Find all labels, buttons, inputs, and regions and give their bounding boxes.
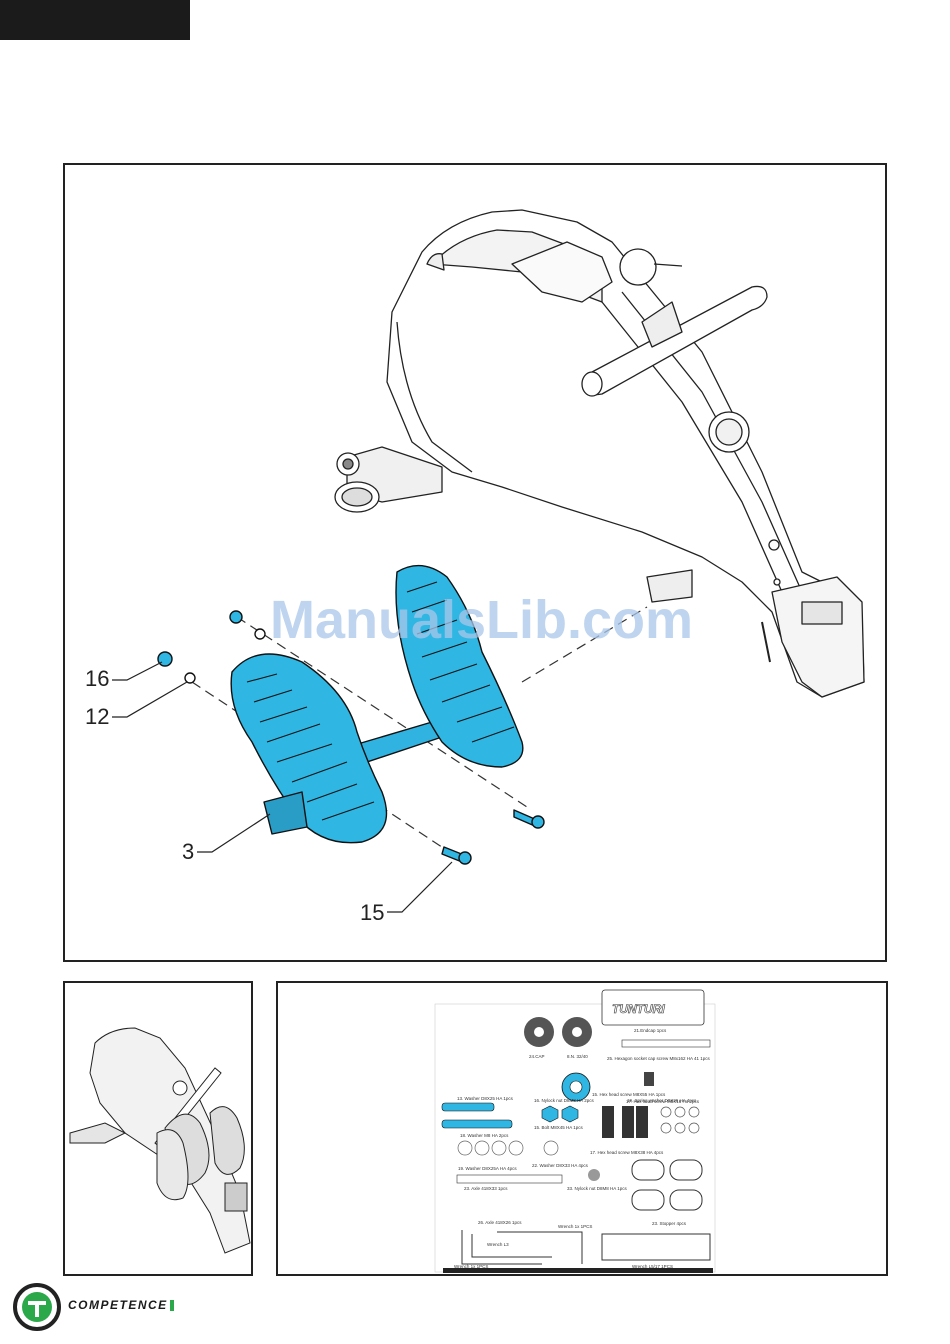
part-label: 15. Bolt M8X45 HA 1pcs bbox=[534, 1125, 584, 1130]
footrest-assembly bbox=[157, 564, 545, 865]
machine-body bbox=[334, 209, 865, 698]
brand-box bbox=[601, 989, 705, 1026]
part-label: 18. Washer M8 HA 2pcs bbox=[460, 1133, 509, 1138]
part-label: 8.N. 32/40 bbox=[567, 1054, 588, 1059]
brand-accent-bar bbox=[170, 1300, 174, 1311]
ruler bbox=[443, 1268, 713, 1273]
part-label: Wrench 1x 1PCS bbox=[454, 1264, 488, 1269]
part-label: 26. Axle 418X26 1pcs bbox=[478, 1220, 522, 1225]
footer-brand: COMPETENCE bbox=[68, 1298, 168, 1312]
tunturi-logo bbox=[13, 1283, 61, 1331]
part-label: 19. Spring washer D8X26 HA 4pcs bbox=[627, 1098, 697, 1103]
parts-list-drawing: TUNTURI 24.CAP 8.N. 32/40 21.Endcap 1pcs… bbox=[434, 989, 716, 1273]
thumbnail-drawing bbox=[69, 1027, 251, 1254]
part-label: 23. Axle 418X33 1pcs bbox=[464, 1186, 508, 1191]
part-label: 16. Nylock nut D8M8 HA 2pcs bbox=[534, 1098, 595, 1103]
parts-list-panel: TUNTURI 24.CAP 8.N. 32/40 21.Endcap 1pcs… bbox=[276, 981, 888, 1276]
part-label: 33. Nylock nut D8M8 HA 1pcs bbox=[567, 1186, 628, 1191]
part-label: 25. Hexagon socket cap screw M8x162 HA 4… bbox=[607, 1056, 711, 1061]
part-label: 17. Hex head screw M8X38 HA 4pcs bbox=[590, 1150, 664, 1155]
callout-12: 12 bbox=[85, 704, 109, 729]
assembly-drawing: 16 12 3 15 ManualsLib.com bbox=[85, 209, 865, 925]
part-label: Wrench L3 bbox=[487, 1242, 509, 1247]
part-label: 17. Hex head screw M8X16 Ho 2pcs bbox=[626, 1099, 700, 1104]
header-tab bbox=[0, 0, 190, 40]
part-label: 22. Washer D8X33 HA 4pcs bbox=[532, 1163, 589, 1168]
assembly-figure: 16 12 3 15 ManualsLib.com bbox=[63, 163, 887, 962]
part-label: Wrench 1x 1PCS bbox=[558, 1224, 592, 1229]
brand-box-label: TUNTURI bbox=[612, 1002, 665, 1016]
assembled-thumbnail bbox=[63, 981, 253, 1276]
part-label: 21.Endcap 1pcs bbox=[634, 1028, 667, 1033]
callout-leaders bbox=[112, 661, 453, 913]
thumbnail-machine bbox=[69, 1027, 251, 1254]
part-label: 24.CAP bbox=[529, 1054, 545, 1059]
pedal-treads bbox=[246, 581, 515, 821]
part-label: Wrench L5/17 1PCS bbox=[632, 1264, 673, 1269]
watermark: ManualsLib.com bbox=[270, 590, 693, 650]
part-label: 15. Hex head screw M8X55 HA 1pcs bbox=[592, 1092, 666, 1097]
callout-3: 3 bbox=[182, 839, 194, 864]
part-label: 19. Washer D8X25A HA 4pcs bbox=[458, 1166, 517, 1171]
callout-16: 16 bbox=[85, 666, 109, 691]
callout-15: 15 bbox=[360, 900, 384, 925]
part-label: 23. Stopper 4pcs bbox=[652, 1221, 687, 1226]
part-label: 13. Washer D8X25 HA 1pcs bbox=[457, 1096, 514, 1101]
